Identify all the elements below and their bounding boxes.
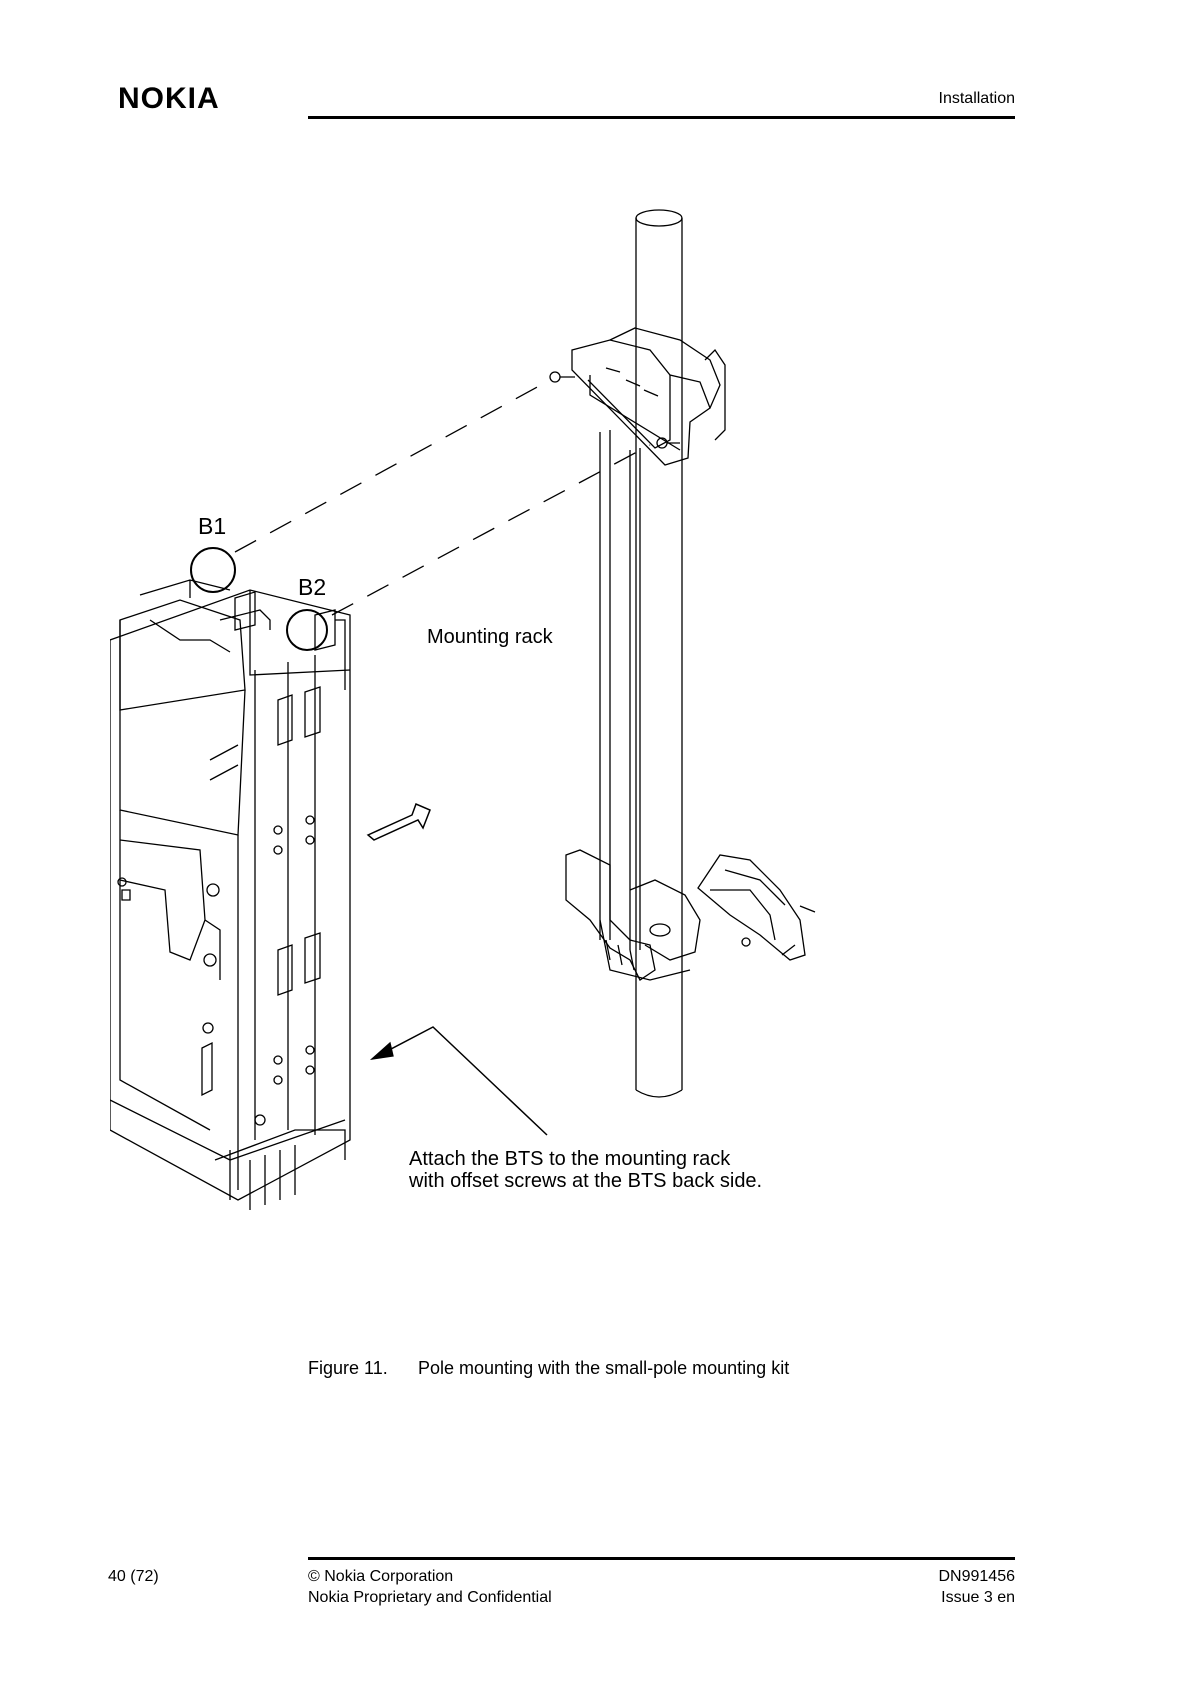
mounting-rack-strips <box>600 430 640 950</box>
pole <box>636 210 682 1097</box>
footer-divider <box>308 1557 1015 1560</box>
figure-number: Figure 11. <box>308 1358 418 1379</box>
page-number: 40 (72) <box>108 1566 159 1587</box>
header-section-title: Installation <box>939 90 1016 108</box>
label-b2: B2 <box>298 574 326 601</box>
label-attach-line2: with offset screws at the BTS back side. <box>409 1170 762 1193</box>
document-id: DN991456 <box>939 1566 1016 1587</box>
bts-cabinet <box>110 580 350 1210</box>
issue-number: Issue 3 en <box>941 1587 1015 1608</box>
figure-title: Pole mounting with the small-pole mounti… <box>418 1358 789 1378</box>
copyright: © Nokia Corporation <box>308 1566 453 1587</box>
figure-caption: Figure 11.Pole mounting with the small-p… <box>308 1358 789 1379</box>
nokia-logo: NOKIA <box>118 82 258 112</box>
callout-arrow <box>372 1027 547 1135</box>
detail-circle-b2 <box>287 610 327 650</box>
label-mounting-rack: Mounting rack <box>427 626 553 649</box>
label-attach-line1: Attach the BTS to the mounting rack <box>409 1148 730 1171</box>
pole-clamp <box>698 855 815 960</box>
confidential-notice: Nokia Proprietary and Confidential <box>308 1587 552 1608</box>
logo-text: NOKIA <box>118 82 220 112</box>
mounting-direction-arrow <box>368 804 430 840</box>
header-divider <box>308 116 1015 119</box>
lower-bracket <box>566 850 700 980</box>
top-bracket <box>550 328 725 465</box>
label-b1: B1 <box>198 513 226 540</box>
